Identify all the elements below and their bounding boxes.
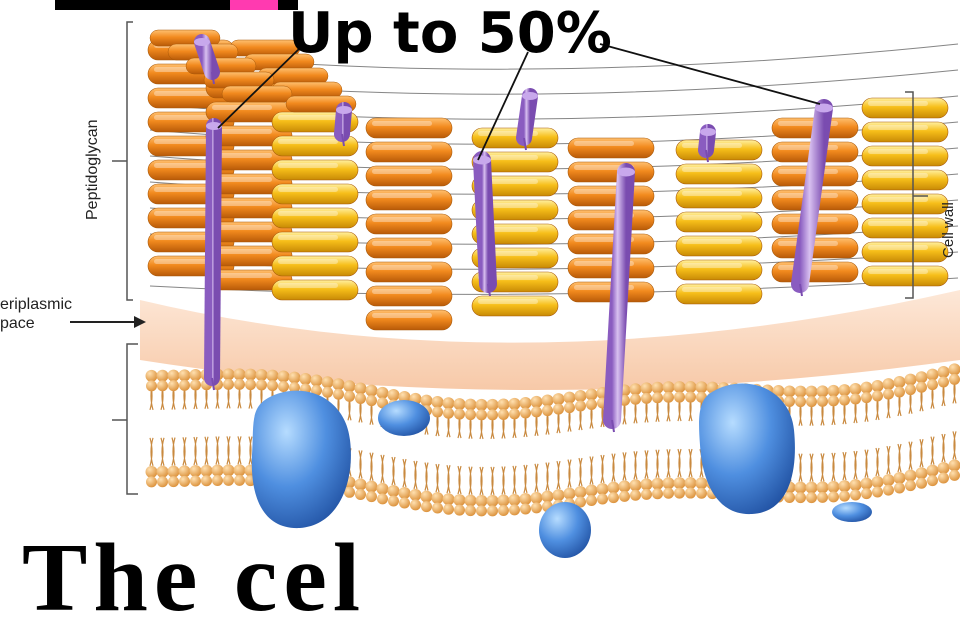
cell-wall-label: Cell wall bbox=[940, 202, 957, 258]
membrane-protein-left bbox=[252, 391, 351, 529]
membrane-protein-small-left bbox=[378, 400, 430, 436]
title-bar-pink bbox=[230, 0, 278, 10]
peptidoglycan-layers bbox=[148, 30, 958, 330]
bottom-caption-text: The cel bbox=[22, 528, 366, 628]
membrane-protein-far-right bbox=[832, 502, 872, 522]
headline-up-to-50-percent: Up to 50% bbox=[288, 2, 612, 66]
periplasmic-label-line1: eriplasmic bbox=[0, 296, 72, 314]
title-bar-black bbox=[55, 0, 230, 10]
membrane-protein-bottom bbox=[539, 502, 591, 558]
peptidoglycan-bracket bbox=[112, 22, 133, 300]
membrane-bracket bbox=[112, 344, 138, 494]
peptidoglycan-label: Peptidoglycan bbox=[84, 119, 102, 220]
cell-wall-diagram bbox=[0, 0, 960, 576]
periplasmic-label-line2: pace bbox=[0, 315, 35, 333]
